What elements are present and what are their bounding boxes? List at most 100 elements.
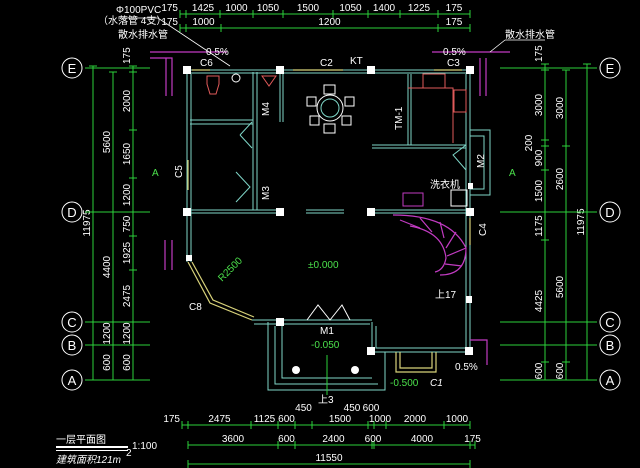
slope-label: 0.5% bbox=[443, 47, 466, 58]
fixtures bbox=[206, 73, 468, 395]
dimension-text-left-inner: 2000 bbox=[122, 89, 133, 112]
dimension-text-right-inner: 175 bbox=[534, 45, 545, 62]
dimension-text-top1: 175 bbox=[161, 3, 178, 14]
axis-bubble bbox=[61, 201, 83, 223]
columns bbox=[183, 66, 474, 355]
axis-label-C: C bbox=[67, 315, 76, 330]
axis-label-B: B bbox=[68, 338, 77, 353]
pipe-label: Φ100PVC bbox=[116, 5, 161, 16]
dimension-text-bottom1: 600 bbox=[278, 414, 295, 425]
dimension-text-left-outer: 4400 bbox=[102, 255, 113, 278]
area-label: 建筑面积121m bbox=[56, 454, 121, 466]
section-mark-right: A bbox=[509, 168, 516, 179]
axis-label-C: C bbox=[605, 315, 614, 330]
dimension-text-bottom2: 3600 bbox=[222, 434, 245, 445]
dimension-text-top2: 175 bbox=[446, 17, 463, 28]
dimension-text-left-inner: 1650 bbox=[122, 142, 133, 165]
slope-label: 0.5% bbox=[206, 47, 229, 58]
axis-label-E: E bbox=[68, 61, 77, 76]
dimension-text-bottom2: 4000 bbox=[411, 434, 434, 445]
drawing-scale: 1:100 bbox=[132, 441, 157, 452]
window-c5: C5 bbox=[174, 165, 185, 178]
dimension-text-top1: 1400 bbox=[373, 3, 396, 14]
door-m2: M2 bbox=[476, 154, 487, 168]
dimension-text-right-outer: 5600 bbox=[555, 275, 566, 298]
dimension-text-right-inner: 200 bbox=[524, 134, 535, 151]
dimension-text-bottom2: 2400 bbox=[322, 434, 345, 445]
drain-label-left: 散水排水管 bbox=[118, 28, 168, 41]
axis-label-D: D bbox=[67, 205, 76, 220]
dimension-text-top2: 1000 bbox=[192, 17, 215, 28]
window-c8: C8 bbox=[189, 302, 202, 313]
porch-up-label: 上3 bbox=[318, 394, 334, 406]
axis-label-A: A bbox=[68, 373, 77, 388]
dimension-text-top1: 1050 bbox=[339, 3, 362, 14]
walls bbox=[186, 69, 491, 391]
dimension-text-right-total: 11975 bbox=[576, 208, 587, 236]
dimension-text-right-outer: 2600 bbox=[555, 167, 566, 190]
dimension-text-left-inner: 600 bbox=[122, 354, 133, 371]
dimension-text-left-total: 11975 bbox=[82, 209, 93, 237]
axis-bubble bbox=[61, 369, 83, 391]
dimension-text-bottom1: 1125 bbox=[254, 414, 276, 425]
door-m3: M3 bbox=[261, 186, 272, 200]
dimension-text-bottom2: 600 bbox=[278, 434, 295, 445]
dimension-text-bottom1: 2475 bbox=[208, 414, 231, 425]
dimension-text-bottom1: 1500 bbox=[329, 414, 352, 425]
axis-bubble bbox=[599, 201, 621, 223]
dimension-text-bottom1: 175 bbox=[163, 414, 180, 425]
axis-label-A: A bbox=[606, 373, 615, 388]
dimension-text-left-outer: 5600 bbox=[102, 130, 113, 153]
dimension-text-right-inner: 1500 bbox=[534, 179, 545, 202]
axis-bubble bbox=[599, 57, 621, 79]
dimension-text-left-inner: 175 bbox=[122, 47, 133, 64]
dimension-text-top2: 175 bbox=[161, 17, 178, 28]
dimension-text-bottom-total: 11550 bbox=[315, 453, 343, 464]
axis-bubble bbox=[599, 369, 621, 391]
pipe-note: （水落管 4支） bbox=[98, 14, 166, 27]
ac-kt: KT bbox=[350, 56, 363, 67]
dimension-text-right-outer: 3000 bbox=[555, 96, 566, 119]
window-c6: C6 bbox=[200, 58, 213, 69]
dimension-text-right-outer: 600 bbox=[555, 362, 566, 379]
axis-bubble bbox=[599, 311, 621, 333]
dimension-text-left-outer: 1200 bbox=[102, 322, 113, 345]
door-m1: M1 bbox=[320, 326, 334, 337]
dimension-text-bottom1: 600 bbox=[363, 403, 380, 414]
dimension-text-top1: 175 bbox=[446, 3, 463, 14]
radius-label: R2500 bbox=[216, 255, 245, 284]
floor-level: ±0.000 bbox=[308, 260, 339, 271]
dimension-text-bottom2: 175 bbox=[464, 434, 481, 445]
dimension-text-top1: 1225 bbox=[408, 3, 431, 14]
dimension-text-right-inner: 4425 bbox=[534, 289, 545, 312]
window-c2: C2 bbox=[320, 58, 333, 69]
slope-label: 0.5% bbox=[455, 362, 478, 373]
spiral-stair bbox=[392, 214, 467, 276]
dimension-text-bottom1: 2000 bbox=[404, 414, 427, 425]
dimension-text-top2: 1200 bbox=[318, 17, 341, 28]
dimension-text-top1: 1425 bbox=[192, 3, 215, 14]
dimension-text-bottom1: 450 bbox=[295, 403, 312, 414]
drain-label-right: 散水排水管 bbox=[505, 28, 555, 41]
window-c3: C3 bbox=[447, 58, 460, 69]
drain-pipes bbox=[118, 17, 545, 365]
axis-label-E: E bbox=[606, 61, 615, 76]
dimension-text-left-inner: 2475 bbox=[122, 284, 133, 307]
dimension-text-top1: 1000 bbox=[225, 3, 248, 14]
area-unit-sup: 2 bbox=[126, 448, 132, 459]
dimension-text-left-inner: 750 bbox=[122, 215, 133, 232]
dimension-text-bottom2: 600 bbox=[365, 434, 382, 445]
window-c1: C1 bbox=[430, 378, 443, 389]
dimension-text-bottom1: 1000 bbox=[446, 414, 469, 425]
ground-level: -0.500 bbox=[390, 378, 419, 389]
dimension-text-right-inner: 600 bbox=[534, 362, 545, 379]
dimension-text-right-inner: 900 bbox=[534, 149, 545, 166]
door-tm1: TM-1 bbox=[394, 106, 405, 130]
porch-level: -0.050 bbox=[311, 340, 340, 351]
section-mark-left: A bbox=[152, 168, 159, 179]
dimension-text-bottom1: 1000 bbox=[369, 414, 392, 425]
axis-bubble bbox=[599, 334, 621, 356]
